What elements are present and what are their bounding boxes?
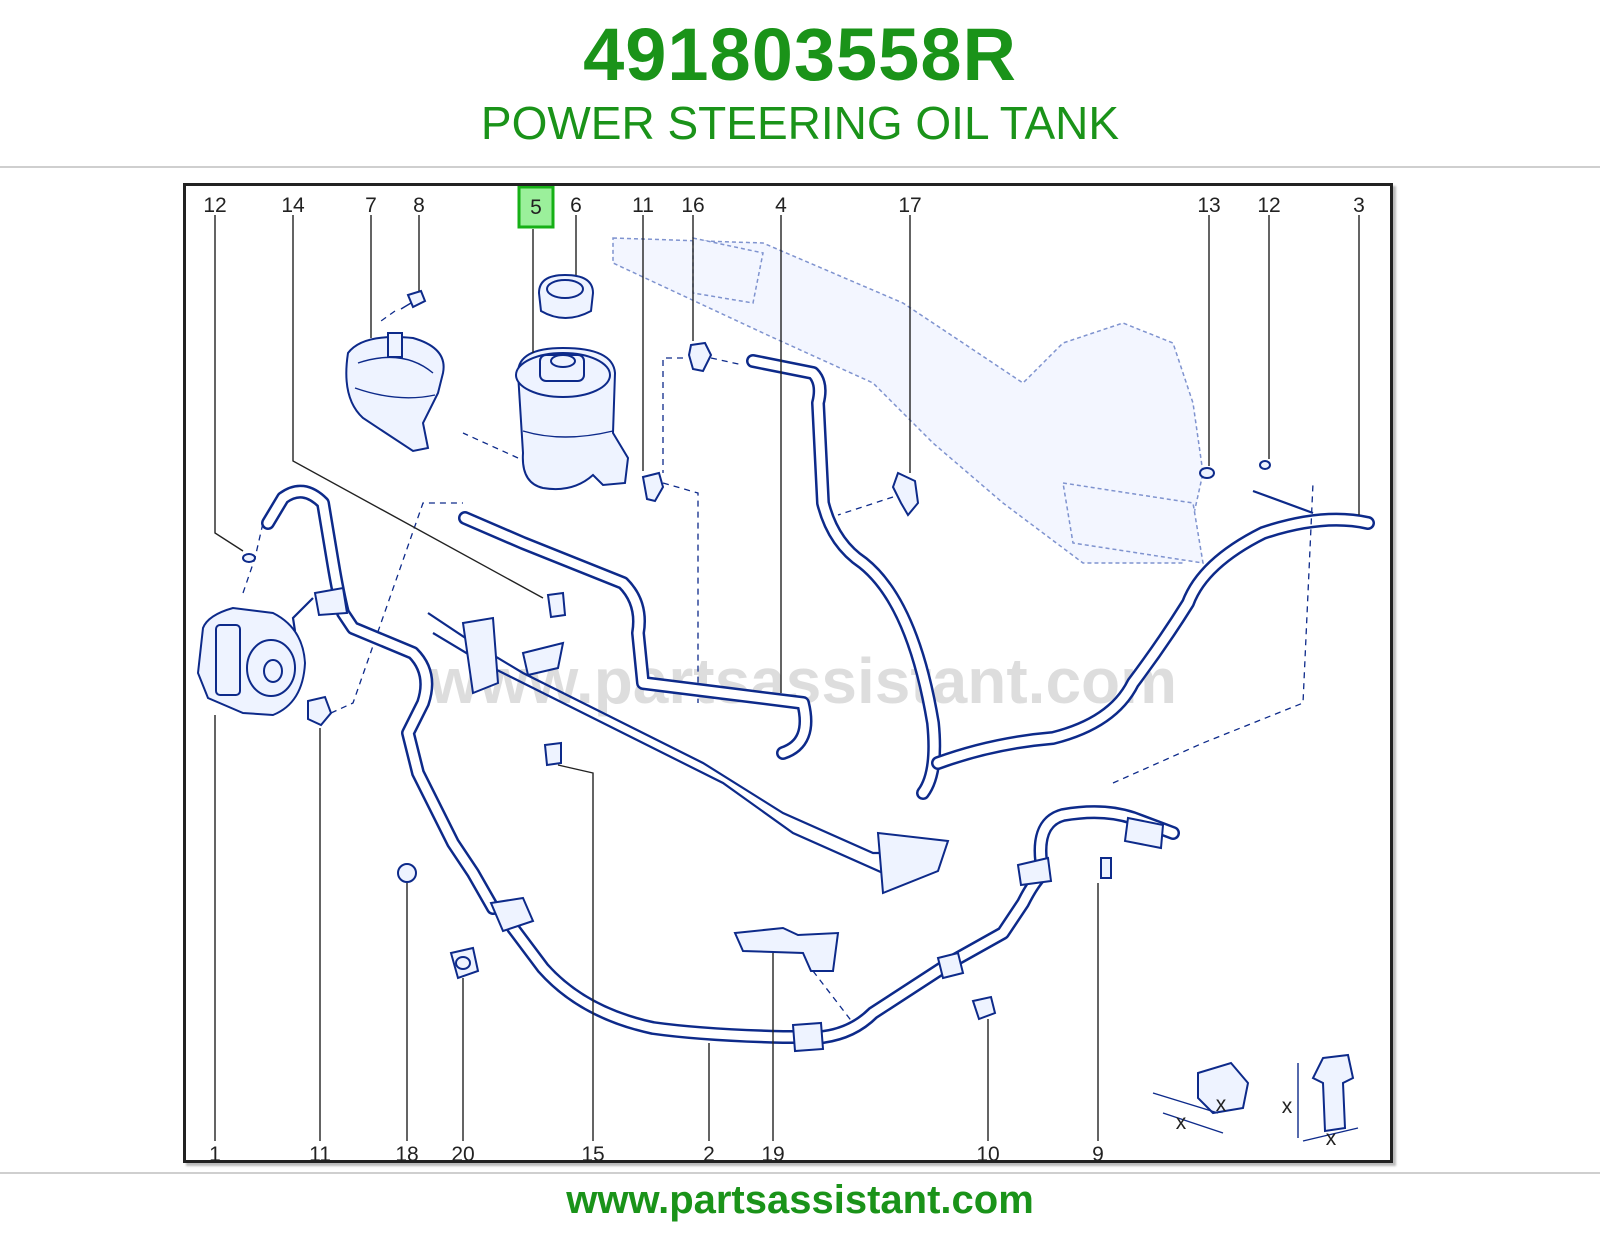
clamp-item-7[interactable]: [345, 332, 445, 453]
callout-18[interactable]: 18: [395, 1143, 418, 1160]
detail-label-x: x: [1326, 1127, 1337, 1150]
part-title: POWER STEERING OIL TANK: [480, 97, 1120, 149]
washer-item-13[interactable]: [1199, 467, 1215, 479]
clip-item-16[interactable]: [687, 341, 713, 373]
top-divider: [0, 166, 1600, 168]
callout-1[interactable]: 1: [209, 1143, 221, 1160]
part-number: 491803558R: [583, 13, 1017, 96]
washer-item-12-left[interactable]: [242, 553, 256, 563]
return-hose-item-4[interactable]: [746, 354, 942, 800]
callout-12[interactable]: 12: [1257, 194, 1280, 217]
callout-15[interactable]: 15: [581, 1143, 604, 1160]
pressure-pipe-left[interactable]: [261, 484, 500, 915]
callout-7[interactable]: 7: [365, 194, 377, 217]
callout-10[interactable]: 10: [976, 1143, 999, 1160]
callout-5[interactable]: 5: [530, 196, 542, 219]
callout-13[interactable]: 13: [1197, 194, 1220, 217]
pipe-assembly-item-14[interactable]: [427, 511, 950, 895]
callout-19[interactable]: 19: [761, 1143, 784, 1160]
callout-3[interactable]: 3: [1353, 194, 1365, 217]
footer-url[interactable]: www.partsassistant.com: [566, 1178, 1034, 1222]
header: 491803558R POWER STEERING OIL TANK: [0, 0, 1600, 168]
hose-item-9[interactable]: [1016, 805, 1180, 887]
oil-tank-item-5[interactable]: [515, 346, 630, 491]
callout-20[interactable]: 20: [451, 1143, 474, 1160]
diagram-frame: www.partsassistant.com: [183, 183, 1393, 1163]
leader-lines: [214, 215, 1360, 1141]
bracket-item-19[interactable]: [733, 926, 840, 972]
callout-highlight: [517, 186, 555, 229]
bolt-item-8[interactable]: [400, 289, 427, 310]
callout-17[interactable]: 17: [898, 194, 921, 217]
callout-11[interactable]: 11: [309, 1143, 331, 1160]
hose-item-2[interactable]: [489, 866, 1050, 1053]
bolt-item-15[interactable]: [543, 741, 562, 767]
callout-6[interactable]: 6: [570, 194, 582, 217]
clip-item-11-upper[interactable]: [641, 471, 665, 503]
callout-11[interactable]: 11: [632, 194, 654, 217]
nut-item-20[interactable]: [449, 946, 480, 980]
detail-inset-b: [1297, 1053, 1359, 1142]
bolt-item-10[interactable]: [971, 995, 997, 1021]
callout-8[interactable]: 8: [413, 194, 425, 217]
parts-diagram: www.partsassistant.com: [196, 186, 1375, 1160]
callout-4[interactable]: 4: [775, 194, 787, 217]
clip-item-17[interactable]: [891, 471, 920, 517]
feed-hose-item-3[interactable]: [931, 489, 1375, 770]
detail-inset-a: [1152, 1061, 1250, 1134]
callout-2[interactable]: 2: [703, 1143, 715, 1160]
pump-item-1[interactable]: [196, 606, 307, 717]
callout-14[interactable]: 14: [281, 194, 305, 217]
callout-12[interactable]: 12: [203, 194, 226, 217]
steering-rack-ghost: [612, 237, 1204, 564]
detail-label-x: x: [1176, 1111, 1187, 1134]
bottom-divider: [0, 1172, 1600, 1174]
bolt-item-18[interactable]: [397, 863, 417, 883]
detail-label-x: x: [1282, 1095, 1293, 1118]
detail-label-x: x: [1216, 1093, 1227, 1116]
bolt-item-14-top[interactable]: [546, 591, 567, 619]
nut-item-11-lower[interactable]: [307, 695, 333, 727]
washer-item-12-right[interactable]: [1259, 460, 1271, 470]
callout-9[interactable]: 9: [1092, 1143, 1104, 1160]
cap-item-6[interactable]: [537, 273, 595, 319]
callout-16[interactable]: 16: [681, 194, 704, 217]
